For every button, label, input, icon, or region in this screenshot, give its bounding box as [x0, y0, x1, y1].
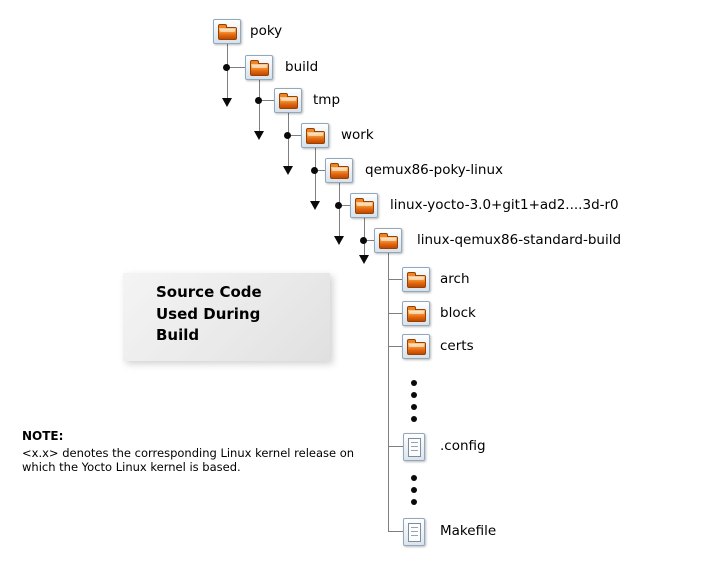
branch-dot	[335, 202, 342, 209]
ellipsis-dot	[411, 380, 417, 386]
folder-glyph	[406, 338, 426, 355]
tree-connector-line	[388, 313, 403, 314]
tree-connector-line	[288, 135, 301, 136]
folder-glyph	[378, 232, 398, 249]
tree-connector-line	[339, 205, 350, 206]
folder-glyph	[354, 197, 374, 214]
tree-connector-line	[388, 279, 403, 280]
folder-glyph	[305, 127, 325, 144]
tree-node-label-tmp: tmp	[313, 92, 341, 108]
tree-node-label-certs: certs	[440, 338, 474, 354]
callout-line-1: Source Code	[156, 283, 262, 301]
ellipsis-dot	[411, 499, 417, 505]
branch-dot	[360, 237, 367, 244]
folder-icon	[402, 267, 430, 292]
branch-dot	[311, 167, 318, 174]
callout-line-3: Build	[156, 326, 200, 344]
folder-glyph	[329, 162, 349, 179]
footnote: NOTE: <x.x> denotes the corresponding Li…	[22, 429, 382, 474]
tree-connector-line	[227, 44, 228, 101]
footnote-heading: NOTE:	[22, 429, 64, 443]
folder-icon	[325, 158, 353, 183]
footnote-text-line-2: which the Yocto Linux kernel is based.	[22, 460, 241, 474]
folder-glyph	[406, 305, 426, 322]
source-code-callout: Source Code Used During Build	[123, 273, 330, 361]
continuation-arrow-icon	[334, 236, 344, 245]
tree-node-label-makefile: Makefile	[440, 523, 497, 539]
tree-node-label-linux-qemux86-standard-build: linux-qemux86-standard-build	[417, 232, 622, 248]
ellipsis-dot	[411, 392, 417, 398]
continuation-arrow-icon	[283, 166, 293, 175]
tree-node-label-block: block	[440, 305, 476, 321]
footnote-text-line-1: <x.x> denotes the corresponding Linux ke…	[22, 446, 355, 460]
tree-node-label-config: .config	[440, 438, 486, 454]
tree-node-label-build: build	[285, 59, 319, 75]
tree-connector-line	[388, 446, 403, 447]
folder-icon	[402, 301, 430, 326]
continuation-arrow-icon	[254, 131, 264, 140]
tree-connector-line	[259, 80, 260, 134]
tree-node-label-linux-yocto: linux-yocto-3.0+git1+ad2....3d-r0	[390, 197, 619, 213]
continuation-arrow-icon	[310, 201, 320, 210]
file-icon	[403, 518, 425, 546]
folder-glyph	[249, 59, 269, 76]
tree-connector-line	[364, 240, 374, 241]
tree-connector-line	[315, 148, 316, 204]
tree-connector-line	[388, 531, 403, 532]
folder-icon	[213, 19, 241, 44]
tree-connector-line	[227, 67, 245, 68]
branch-dot	[255, 97, 262, 104]
branch-dot	[223, 64, 230, 71]
folder-icon	[301, 123, 329, 148]
ellipsis-dot	[411, 487, 417, 493]
continuation-arrow-icon	[359, 255, 369, 264]
branch-dot	[284, 132, 291, 139]
tree-node-label-qemux86-poky-linux: qemux86-poky-linux	[365, 162, 504, 178]
tree-connector-line	[388, 346, 403, 347]
ellipsis-dot	[411, 475, 417, 481]
folder-icon	[350, 193, 378, 218]
document-glyph	[407, 437, 421, 457]
tree-node-label-work: work	[341, 127, 374, 143]
continuation-arrow-icon	[222, 98, 232, 107]
tree-node-label-poky: poky	[250, 23, 283, 39]
folder-glyph	[278, 92, 298, 109]
tree-connector-line	[315, 170, 325, 171]
folder-icon	[374, 228, 402, 253]
tree-node-label-arch: arch	[440, 271, 470, 287]
tree-connector-line	[339, 183, 340, 239]
folder-icon	[245, 55, 273, 80]
tree-connector-line	[259, 100, 274, 101]
document-glyph	[407, 522, 421, 542]
callout-line-2: Used During	[156, 304, 261, 323]
tree-connector-line	[288, 113, 289, 169]
folder-glyph	[217, 23, 237, 40]
folder-icon	[274, 88, 302, 113]
tree-connector-line	[388, 253, 389, 532]
folder-icon	[402, 334, 430, 359]
file-icon	[403, 433, 425, 461]
folder-glyph	[406, 271, 426, 288]
ellipsis-dot	[411, 404, 417, 410]
ellipsis-dot	[411, 416, 417, 422]
